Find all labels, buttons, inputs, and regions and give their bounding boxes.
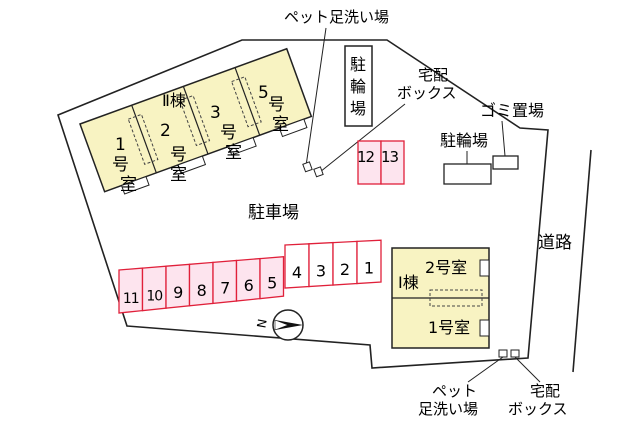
delivery-box-top-marker [313, 166, 324, 178]
pet-wash-top-marker [302, 161, 313, 173]
parking-space-9-label: 9 [173, 283, 183, 302]
pet-wash-bottom-leader [467, 356, 504, 383]
unit-divider [131, 104, 157, 174]
pet-wash-bottom-line-2: 足洗い場 [418, 400, 478, 418]
entrance-step [479, 319, 490, 337]
entrance-step [120, 175, 150, 195]
delivery-box-top-line-1: 宅配 [418, 66, 448, 84]
unit-1-1-label: 1号室 [428, 318, 470, 337]
parking-space-10-label: 10 [146, 289, 162, 305]
parking-space-13 [380, 140, 405, 185]
road-label: 道路 [538, 233, 572, 253]
building-2 [79, 47, 313, 195]
parking-space-2-label: 2 [340, 260, 350, 279]
parking-space-11-label: 11 [123, 291, 139, 307]
delivery-box-bottom-line-2: ボックス [508, 400, 568, 418]
bicycle-parking-char-2: 輪 [350, 77, 366, 96]
stair-outline [429, 289, 483, 307]
delivery-box-bottom-marker [510, 349, 520, 358]
parking-space-12-label: 12 [357, 148, 375, 166]
building-2-label: Ⅱ棟 [162, 91, 186, 110]
entrance-step [177, 155, 207, 175]
building-1: Ⅰ棟 2号室 1号室 [391, 247, 490, 349]
unit-2-1-num: 1 [115, 135, 126, 155]
parking-space-4-label: 4 [292, 263, 302, 282]
bicycle-parking-right-box [443, 163, 492, 185]
pet-wash-bottom-marker [498, 349, 508, 358]
unit-2-3-suffix-a: 号 [220, 123, 237, 143]
pet-wash-top-label: ペット足洗い場 [284, 8, 389, 26]
garbage-area-leader [501, 120, 506, 157]
parking-space-3-label: 3 [316, 262, 326, 281]
unit-2-5-suffix-b: 室 [272, 115, 289, 135]
parking-space-13-label: 13 [381, 148, 399, 166]
pet-wash-top-leader [305, 27, 327, 167]
entrance-step [278, 118, 308, 138]
delivery-box-bottom-line-1: 宅配 [530, 382, 560, 400]
delivery-box-bottom-leader [514, 356, 541, 383]
parking-space-6-label: 6 [244, 276, 254, 295]
compass-north-label: N [254, 318, 269, 329]
compass-needle-tail [274, 319, 289, 331]
unit-2-5-suffix-a: 号 [268, 95, 285, 115]
delivery-box-top-leader [319, 103, 406, 173]
unit-2-5-num: 5 [258, 83, 269, 103]
parking-space-5 [259, 255, 285, 300]
parking-space-1 [356, 239, 382, 285]
parking-space-5-label: 5 [267, 274, 276, 293]
compass: N [254, 309, 304, 341]
parking-spaces-top: 12 13 [357, 140, 405, 185]
bicycle-parking-char-1: 駐 [350, 55, 366, 74]
delivery-box-top-line-2: ボックス [397, 84, 457, 102]
road-line [572, 149, 592, 373]
stair-outline [127, 113, 159, 165]
parking-space-7-label: 7 [220, 278, 229, 297]
unit-2-1-suffix-a: 号 [112, 155, 129, 175]
unit-2-2-suffix-b: 室 [170, 165, 187, 185]
entrance-step [228, 136, 257, 156]
unit-2-2-suffix-a: 号 [170, 145, 187, 165]
pet-wash-bottom-line-1: ペット [432, 382, 477, 400]
unit-2-2-num: 2 [160, 121, 171, 141]
building-1-label: Ⅰ棟 [398, 273, 419, 292]
parking-lot-label: 駐車場 [248, 203, 299, 223]
unit-2-1-suffix-b: 室 [120, 175, 137, 195]
bicycle-parking-char-3: 場 [350, 99, 366, 118]
entrance-step [479, 259, 490, 277]
garbage-area-box [492, 155, 519, 170]
bicycle-parking-vertical [344, 45, 373, 127]
unit-2-3-suffix-b: 室 [225, 143, 242, 163]
stair-outline [179, 94, 211, 147]
unit-1-2-label: 2号室 [425, 258, 467, 277]
bicycle-parking-right-label: 駐輪場 [440, 131, 488, 150]
garbage-area-label: ゴミ置場 [480, 101, 544, 120]
parking-space-1-label: 1 [364, 259, 374, 278]
parking-space-8-label: 8 [197, 281, 207, 300]
unit-2-3-num: 3 [210, 103, 221, 123]
